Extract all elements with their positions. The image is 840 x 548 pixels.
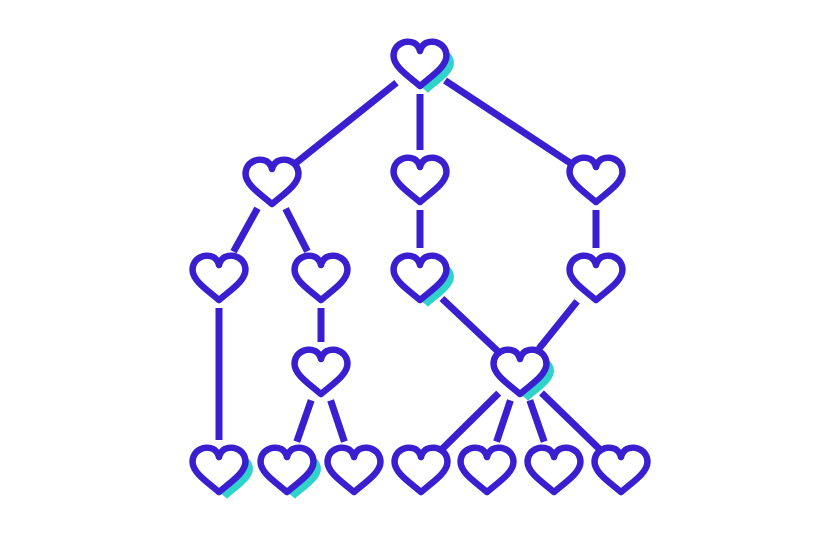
edge-l1-left-to-l2-b bbox=[282, 207, 311, 253]
heart-node-l2-a bbox=[189, 252, 249, 304]
heart-icon bbox=[391, 444, 451, 496]
edge-root-to-l1-left bbox=[293, 79, 399, 167]
heart-icon bbox=[591, 444, 651, 496]
heart-node-l3-b bbox=[291, 346, 351, 398]
heart-node-leaf-7 bbox=[591, 444, 651, 496]
heart-icon bbox=[457, 444, 517, 496]
heart-node-l3-hub-filled bbox=[490, 346, 554, 401]
heart-node-leaf-1-filled bbox=[189, 444, 253, 499]
heart-icon bbox=[490, 346, 550, 398]
edge-l1-left-to-l2-a bbox=[230, 206, 261, 254]
heart-icon bbox=[524, 444, 584, 496]
heart-icon bbox=[566, 252, 626, 304]
heart-icon bbox=[324, 444, 384, 496]
heart-node-root-filled bbox=[390, 38, 454, 93]
heart-node-leaf-3 bbox=[324, 444, 384, 496]
edge-l3-hub-to-leaf-7 bbox=[539, 390, 602, 452]
edge-root-to-l1-right bbox=[443, 77, 573, 167]
heart-icon bbox=[257, 444, 317, 496]
heart-node-leaf-5 bbox=[457, 444, 517, 496]
edge-l3-b-to-leaf-3 bbox=[327, 399, 348, 443]
edge-l3-b-to-leaf-2 bbox=[293, 399, 315, 443]
heart-nodes bbox=[189, 38, 651, 499]
heart-node-l1-left bbox=[242, 156, 302, 208]
edge-l2-d-to-l3-hub bbox=[536, 299, 580, 351]
edge-l2-c-to-l3-hub bbox=[439, 295, 501, 355]
heart-node-leaf-6 bbox=[524, 444, 584, 496]
heart-node-l2-c-filled bbox=[390, 252, 454, 307]
edge-l3-hub-to-leaf-5 bbox=[493, 399, 514, 443]
edge-l3-hub-to-leaf-6 bbox=[526, 399, 548, 443]
heart-icon bbox=[189, 252, 249, 304]
edge-l3-hub-to-leaf-4 bbox=[439, 390, 502, 452]
heart-icon bbox=[390, 252, 450, 304]
connector-lines bbox=[215, 77, 602, 452]
heart-node-l1-right bbox=[566, 154, 626, 206]
heart-icon bbox=[291, 346, 351, 398]
heart-node-leaf-4 bbox=[391, 444, 451, 496]
heart-node-l1-mid bbox=[390, 154, 450, 206]
heart-icon bbox=[291, 252, 351, 304]
heart-icon bbox=[390, 154, 450, 206]
heart-icon bbox=[390, 38, 450, 90]
heart-node-l2-d bbox=[566, 252, 626, 304]
heart-icon bbox=[189, 444, 249, 496]
heart-icon bbox=[566, 154, 626, 206]
heart-icon bbox=[242, 156, 302, 208]
heart-node-leaf-2-filled bbox=[257, 444, 321, 499]
heart-node-l2-b bbox=[291, 252, 351, 304]
